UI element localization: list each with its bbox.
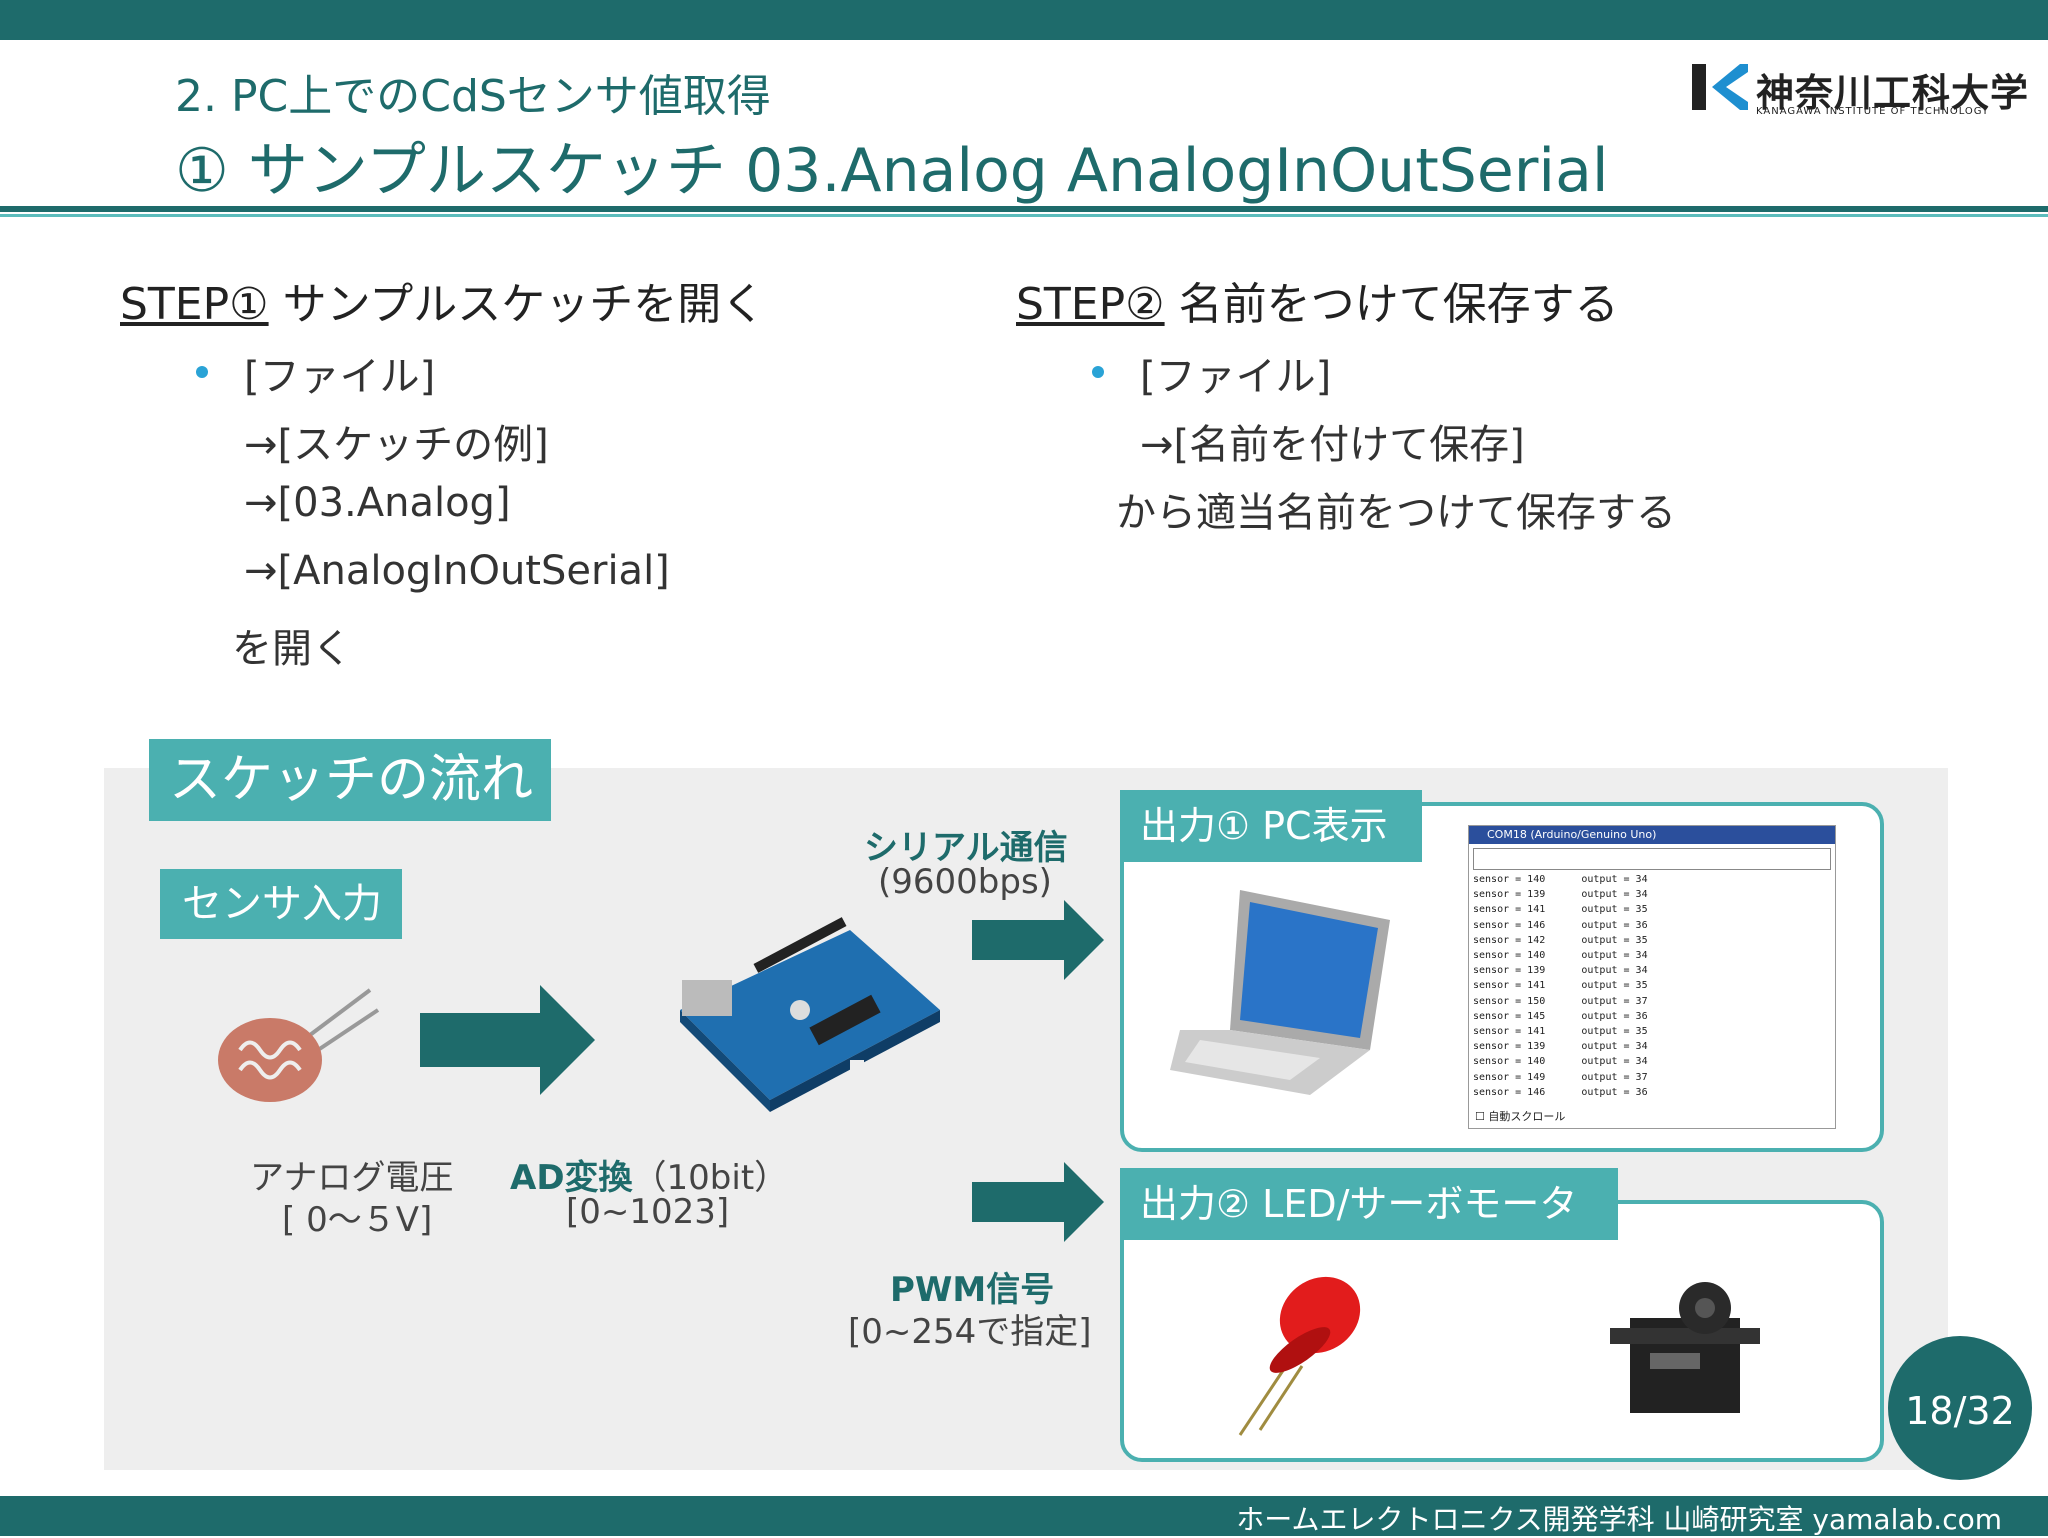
page-number: 18/32 [1888, 1336, 2032, 1480]
analog-voltage-range: [ 0～５V] [282, 1200, 433, 1240]
top-bar [0, 0, 2048, 40]
step1-heading: STEP① サンプルスケッチを開く [120, 268, 765, 332]
step2-line: から適当名前をつけて保存する [1116, 490, 1676, 536]
serial-monitor-title: COM18 (Arduino/Genuino Uno) [1469, 826, 1835, 844]
serial-row: sensor = 142 output = 35 [1473, 934, 1648, 946]
autoscroll-label: 自動スクロール [1488, 1110, 1566, 1123]
header-divider-accent [0, 214, 2048, 217]
arrow-right-icon [972, 900, 1104, 980]
step1-line: →[スケッチの例] [244, 422, 549, 468]
led-icon [1238, 1276, 1361, 1436]
sensor-input-tag: センサ入力 [160, 869, 402, 939]
arrow-right-icon [972, 1162, 1104, 1242]
serial-row: sensor = 140 output = 34 [1473, 1056, 1648, 1068]
autoscroll-checkbox[interactable]: ☐ 自動スクロール [1475, 1110, 1566, 1123]
output2-tag: 出力② LED/サーボモータ [1120, 1168, 1618, 1240]
serial-comm-label: シリアル通信 [864, 820, 1068, 869]
serial-row: sensor = 146 output = 36 [1473, 1086, 1648, 1098]
ad-conversion-bold: AD変換 [510, 1158, 633, 1198]
step1-title: サンプルスケッチを開く [268, 279, 766, 330]
pwm-label: PWM信号 [890, 1262, 1054, 1311]
ad-conversion-label: AD変換（10bit） [510, 1150, 788, 1199]
footer-bar: ホームエレクトロニクス開発学科 山崎研究室 yamalab.com [0, 1496, 2048, 1536]
serial-row: sensor = 145 output = 36 [1473, 1010, 1648, 1022]
arduino-board-icon [680, 917, 940, 1112]
analog-voltage-label: アナログ電圧 [250, 1158, 454, 1198]
header-divider [0, 206, 2048, 212]
serial-row: sensor = 139 output = 34 [1473, 965, 1648, 977]
step2-label: STEP② [1016, 279, 1165, 330]
output1-tag: 出力① PC表示 [1120, 790, 1422, 862]
slide-title: ① サンプルスケッチ 03.Analog AnalogInOutSerial [175, 136, 1609, 206]
serial-row: sensor = 146 output = 36 [1473, 919, 1648, 931]
serial-monitor-input[interactable] [1473, 848, 1831, 870]
serial-monitor-window: COM18 (Arduino/Genuino Uno) sensor = 140… [1468, 825, 1836, 1129]
ad-conversion-bits: （10bit） [632, 1158, 789, 1198]
ad-conversion-range: [0~1023] [566, 1192, 730, 1232]
step1-line: →[AnalogInOutSerial] [244, 548, 670, 594]
step1-label: STEP① [120, 279, 269, 330]
logo-name: 神奈川工科大学 [1756, 71, 2030, 115]
step2-heading: STEP② 名前をつけて保存する [1016, 268, 1619, 332]
serial-row: sensor = 149 output = 37 [1473, 1071, 1648, 1083]
kait-logo-icon [1692, 64, 1748, 110]
serial-row: sensor = 141 output = 35 [1473, 904, 1648, 916]
university-logo: 神奈川工科大学 KANAGAWA INSTITUTE OF TECHNOLOGY [1690, 60, 2028, 117]
laptop-icon [1170, 890, 1390, 1095]
serial-row: sensor = 139 output = 34 [1473, 1041, 1648, 1053]
logo-english: KANAGAWA INSTITUTE OF TECHNOLOGY [1756, 106, 1990, 117]
step2-bullet [1092, 366, 1104, 378]
step1-bullet [196, 366, 208, 378]
step1-line: →[03.Analog] [244, 480, 511, 526]
pwm-range: [0~254で指定] [848, 1312, 1092, 1352]
step2-line: [ファイル] [1140, 354, 1332, 400]
serial-row: sensor = 140 output = 34 [1473, 950, 1648, 962]
serial-baud-rate: (9600bps) [878, 862, 1052, 902]
cds-sensor-icon [218, 988, 380, 1102]
step2-line: →[名前を付けて保存] [1140, 422, 1525, 468]
footer-text: ホームエレクトロニクス開発学科 山崎研究室 yamalab.com [1236, 1503, 2002, 1536]
serial-monitor-output: sensor = 140 output = 34 sensor = 139 ou… [1473, 872, 1829, 1102]
step2-title: 名前をつけて保存する [1164, 279, 1619, 330]
flow-title: スケッチの流れ [149, 739, 551, 821]
servo-motor-icon [1610, 1282, 1760, 1413]
serial-row: sensor = 139 output = 34 [1473, 889, 1648, 901]
serial-row: sensor = 141 output = 35 [1473, 980, 1648, 992]
step1-line: を開く [232, 626, 352, 672]
slide-subtitle: 2. PC上でのCdSセンサ値取得 [175, 71, 771, 122]
serial-comm-bold: シリアル通信 [864, 828, 1068, 868]
arrow-right-icon [420, 985, 595, 1095]
step1-line: [ファイル] [244, 354, 436, 400]
serial-row: sensor = 140 output = 34 [1473, 874, 1648, 885]
serial-row: sensor = 150 output = 37 [1473, 995, 1648, 1007]
pwm-label-bold: PWM信号 [890, 1270, 1055, 1310]
serial-row: sensor = 141 output = 35 [1473, 1026, 1648, 1038]
